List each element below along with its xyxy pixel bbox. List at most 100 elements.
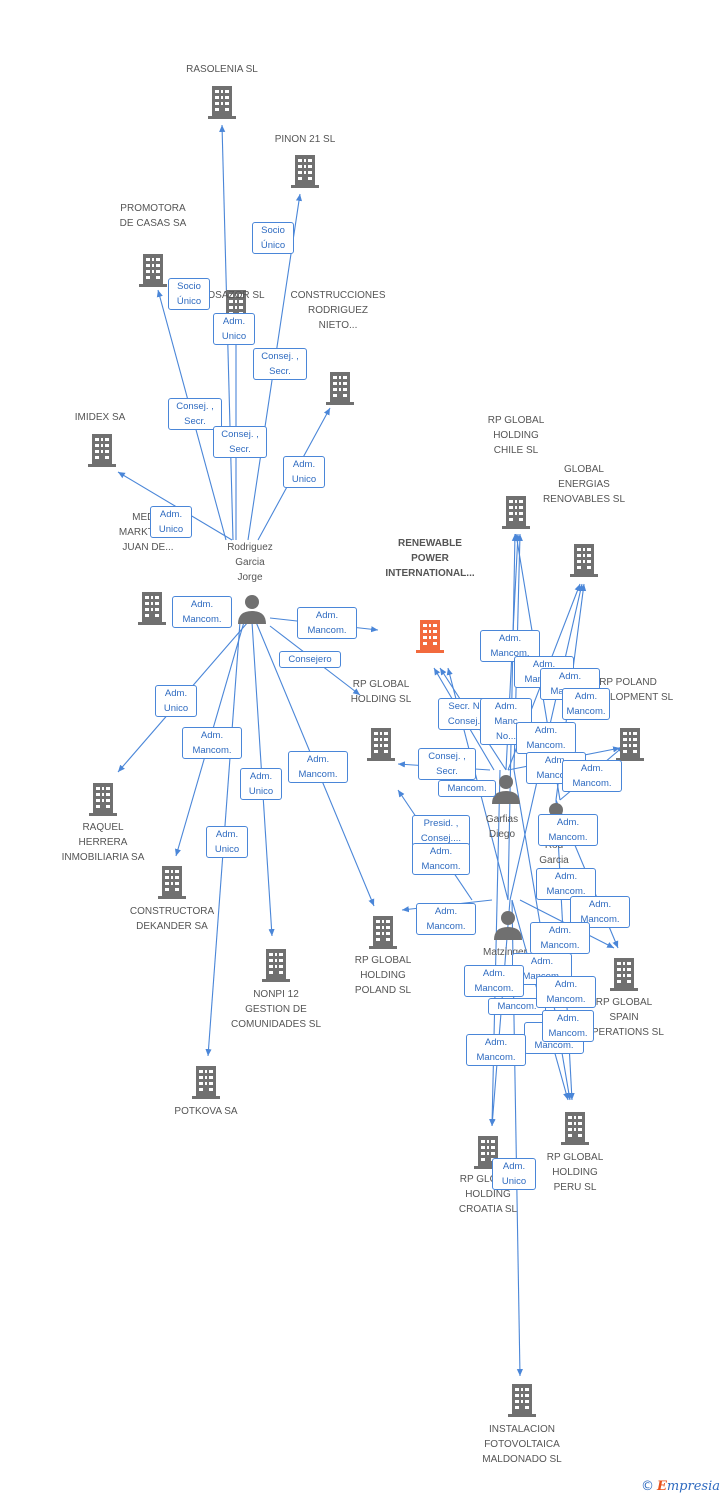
company-building-icon[interactable]: [561, 1112, 589, 1145]
company-name-line: MALDONADO SL: [482, 1454, 562, 1465]
relation-label[interactable]: Adm.Mancom.: [562, 760, 622, 792]
company-building-icon[interactable]: [291, 155, 319, 188]
relation-label[interactable]: Adm.Mancom.: [297, 607, 357, 639]
relation-label[interactable]: Adm.Mancom.: [172, 596, 232, 628]
relation-label[interactable]: Consej. ,Secr.: [168, 398, 222, 430]
company-name-osazor[interactable]: OSAZOR SL: [207, 288, 264, 303]
relation-label[interactable]: Mancom.: [438, 780, 496, 797]
relation-label-line: Mancom.: [426, 921, 466, 932]
relation-label[interactable]: Presid. ,Consej....: [412, 815, 470, 847]
relation-label-line: Unico: [221, 331, 247, 342]
relation-label[interactable]: Adm.Mancom.: [536, 976, 596, 1008]
relation-label[interactable]: Consej. ,Secr.: [253, 348, 307, 380]
relation-label[interactable]: Adm. Unico: [240, 768, 282, 800]
relation-label[interactable]: Adm.Mancom.: [538, 814, 598, 846]
company-name-imidex[interactable]: IMIDEX SA: [75, 410, 126, 425]
relation-label[interactable]: Adm.Unico: [150, 506, 192, 538]
company-building-icon[interactable]: [158, 866, 186, 899]
relation-label[interactable]: Adm.Unico: [213, 313, 255, 345]
relation-label[interactable]: Adm.Unico: [283, 456, 325, 488]
company-building-icon[interactable]: [502, 496, 530, 529]
company-building-icon[interactable]: [88, 434, 116, 467]
company-name-line: PROMOTORA: [120, 203, 186, 214]
company-building-icon[interactable]: [610, 958, 638, 991]
company-building-icon[interactable]: [208, 86, 236, 119]
person-icon[interactable]: [238, 595, 266, 624]
relation-label[interactable]: Adm.Mancom.: [542, 1010, 594, 1042]
company-building-icon[interactable]: [367, 728, 395, 761]
person-name-line: Matzinger: [483, 947, 527, 958]
relation-label[interactable]: Adm.Unico: [492, 1158, 536, 1190]
relation-label-line: Adm.: [306, 754, 330, 765]
company-name-potkova[interactable]: POTKOVA SA: [174, 1104, 237, 1119]
relation-label-line: Consej....: [420, 833, 462, 844]
relation-label-line: Adm.: [580, 763, 604, 774]
company-building-icon[interactable]: [570, 544, 598, 577]
company-building-icon[interactable]: [326, 372, 354, 405]
company-name-line: MARKT SAN: [118, 527, 178, 538]
relation-label-line: Adm.: [434, 906, 458, 917]
relation-label[interactable]: Adm.Mancom.: [562, 688, 610, 720]
relation-label-line: Adm.: [530, 956, 554, 967]
company-building-icon[interactable]: [89, 783, 117, 816]
company-building-icon[interactable]: [139, 254, 167, 287]
company-name-line: MEDIA: [132, 512, 164, 523]
relation-label[interactable]: Adm.Mancom.: [412, 843, 470, 875]
company-name-pinon21[interactable]: PINON 21 SL: [275, 132, 336, 147]
company-building-icon[interactable]: [369, 916, 397, 949]
relation-label-line: Mancom.: [497, 1001, 537, 1012]
company-building-icon[interactable]: [138, 592, 166, 625]
relation-label[interactable]: Adm.Mancom.: [288, 751, 348, 783]
company-name-line: POTKOVA SA: [174, 1106, 238, 1117]
relation-label-line: Adm.: [159, 509, 183, 520]
relation-label-line: Mancom.: [546, 886, 586, 897]
company-building-icon[interactable]: [508, 1384, 536, 1417]
relation-label[interactable]: Consej. ,Secr.: [418, 748, 476, 780]
relation-label[interactable]: Adm.Mancom.: [530, 922, 590, 954]
relation-label[interactable]: Adm.Mancom.: [466, 1034, 526, 1066]
relation-label[interactable]: Adm. Mancom.: [416, 903, 476, 935]
relation-label-line: Adm.: [249, 771, 273, 782]
company-building-icon[interactable]: [192, 1066, 220, 1099]
relation-label-line: Adm.: [554, 979, 578, 990]
relation-label-line: Adm.: [315, 610, 339, 621]
relation-label[interactable]: Consej. ,Secr.: [213, 426, 267, 458]
company-name-rasolenia[interactable]: RASOLENIA SL: [186, 62, 258, 77]
company-building-icon[interactable]: [616, 728, 644, 761]
empresia-brand[interactable]: ©Empresia: [641, 1479, 720, 1494]
relation-label[interactable]: Adm.Mancom.: [182, 727, 242, 759]
relation-label-line: Manc: [494, 716, 518, 727]
relation-label[interactable]: Consejero: [279, 651, 341, 668]
relation-label[interactable]: Adm.Mancom.: [464, 965, 524, 997]
company-building-icon[interactable]: [262, 949, 290, 982]
relation-label[interactable]: Adm.Mancom.: [516, 722, 576, 754]
company-name-line: NONPI 12: [253, 989, 299, 1000]
main-company-building-icon[interactable]: [416, 620, 444, 653]
relation-label[interactable]: Adm.Unico: [155, 685, 197, 717]
relation-label[interactable]: Adm.Mancom.: [536, 868, 596, 900]
relation-label-line: Unico: [248, 786, 274, 797]
company-name-line: OSAZOR SL: [207, 290, 265, 301]
relation-label[interactable]: Adm.Unico: [206, 826, 248, 858]
brand-e: E: [656, 1479, 667, 1494]
